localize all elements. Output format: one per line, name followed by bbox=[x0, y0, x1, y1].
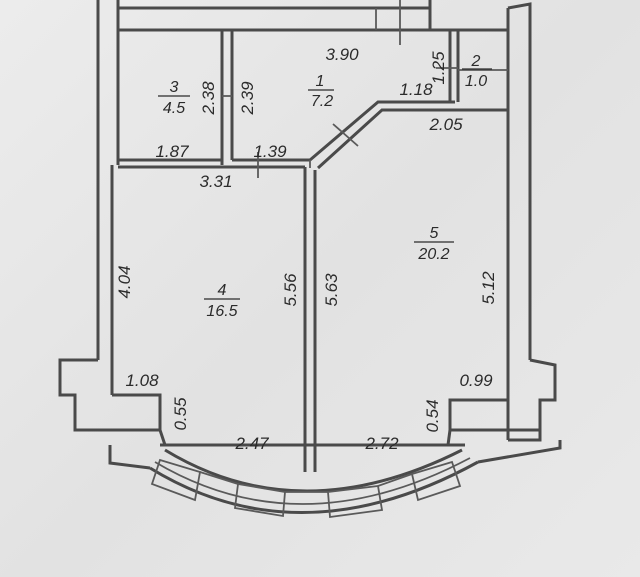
dim-1-18: 1.18 bbox=[399, 80, 433, 99]
room-2-area: 1.0 bbox=[465, 73, 487, 90]
room-5-number: 5 bbox=[430, 225, 439, 242]
room-5-area: 20.2 bbox=[417, 246, 449, 263]
room-1-label: 1 7.2 bbox=[308, 73, 334, 110]
dim-2-05: 2.05 bbox=[428, 115, 463, 134]
room-1-number: 1 bbox=[316, 73, 325, 90]
dim-5-56: 5.56 bbox=[281, 273, 300, 307]
room-4-area: 16.5 bbox=[206, 303, 237, 320]
dimension-labels: 3.90 1.25 1.18 2.05 2.38 2.39 1.87 1.39 … bbox=[115, 45, 498, 453]
dim-0-55: 0.55 bbox=[171, 397, 190, 431]
dim-1-25: 1.25 bbox=[429, 51, 448, 85]
dim-0-99: 0.99 bbox=[459, 371, 493, 390]
room-4-label: 4 16.5 bbox=[204, 282, 240, 320]
room-4-number: 4 bbox=[218, 282, 227, 299]
dim-1-08: 1.08 bbox=[125, 371, 159, 390]
room-3-number: 3 bbox=[170, 79, 179, 96]
dim-1-39: 1.39 bbox=[253, 142, 287, 161]
room-2-label: 2 1.0 bbox=[462, 53, 492, 90]
room-labels: 1 7.2 2 1.0 3 4.5 4 16.5 5 bbox=[158, 53, 492, 320]
dim-3-31: 3.31 bbox=[199, 172, 232, 191]
dim-2-38: 2.38 bbox=[199, 81, 218, 116]
bay-walls bbox=[108, 393, 562, 470]
dim-2-47: 2.47 bbox=[234, 434, 269, 453]
dim-5-12: 5.12 bbox=[479, 271, 498, 305]
dim-2-72: 2.72 bbox=[364, 434, 399, 453]
room-1-area: 7.2 bbox=[311, 93, 333, 110]
dim-4-04: 4.04 bbox=[115, 265, 134, 298]
dim-3-90: 3.90 bbox=[325, 45, 359, 64]
dim-2-39: 2.39 bbox=[238, 81, 257, 116]
dim-5-63: 5.63 bbox=[322, 273, 341, 307]
room-5-label: 5 20.2 bbox=[414, 225, 454, 263]
room-2-number: 2 bbox=[471, 53, 481, 70]
room-3-label: 3 4.5 bbox=[158, 79, 190, 117]
room-3-area: 4.5 bbox=[163, 100, 185, 117]
outer-walls bbox=[58, 0, 557, 442]
dim-1-87: 1.87 bbox=[155, 142, 189, 161]
interior-walls bbox=[118, 0, 508, 472]
dim-0-54: 0.54 bbox=[423, 399, 442, 432]
curved-window-wall bbox=[149, 448, 479, 519]
